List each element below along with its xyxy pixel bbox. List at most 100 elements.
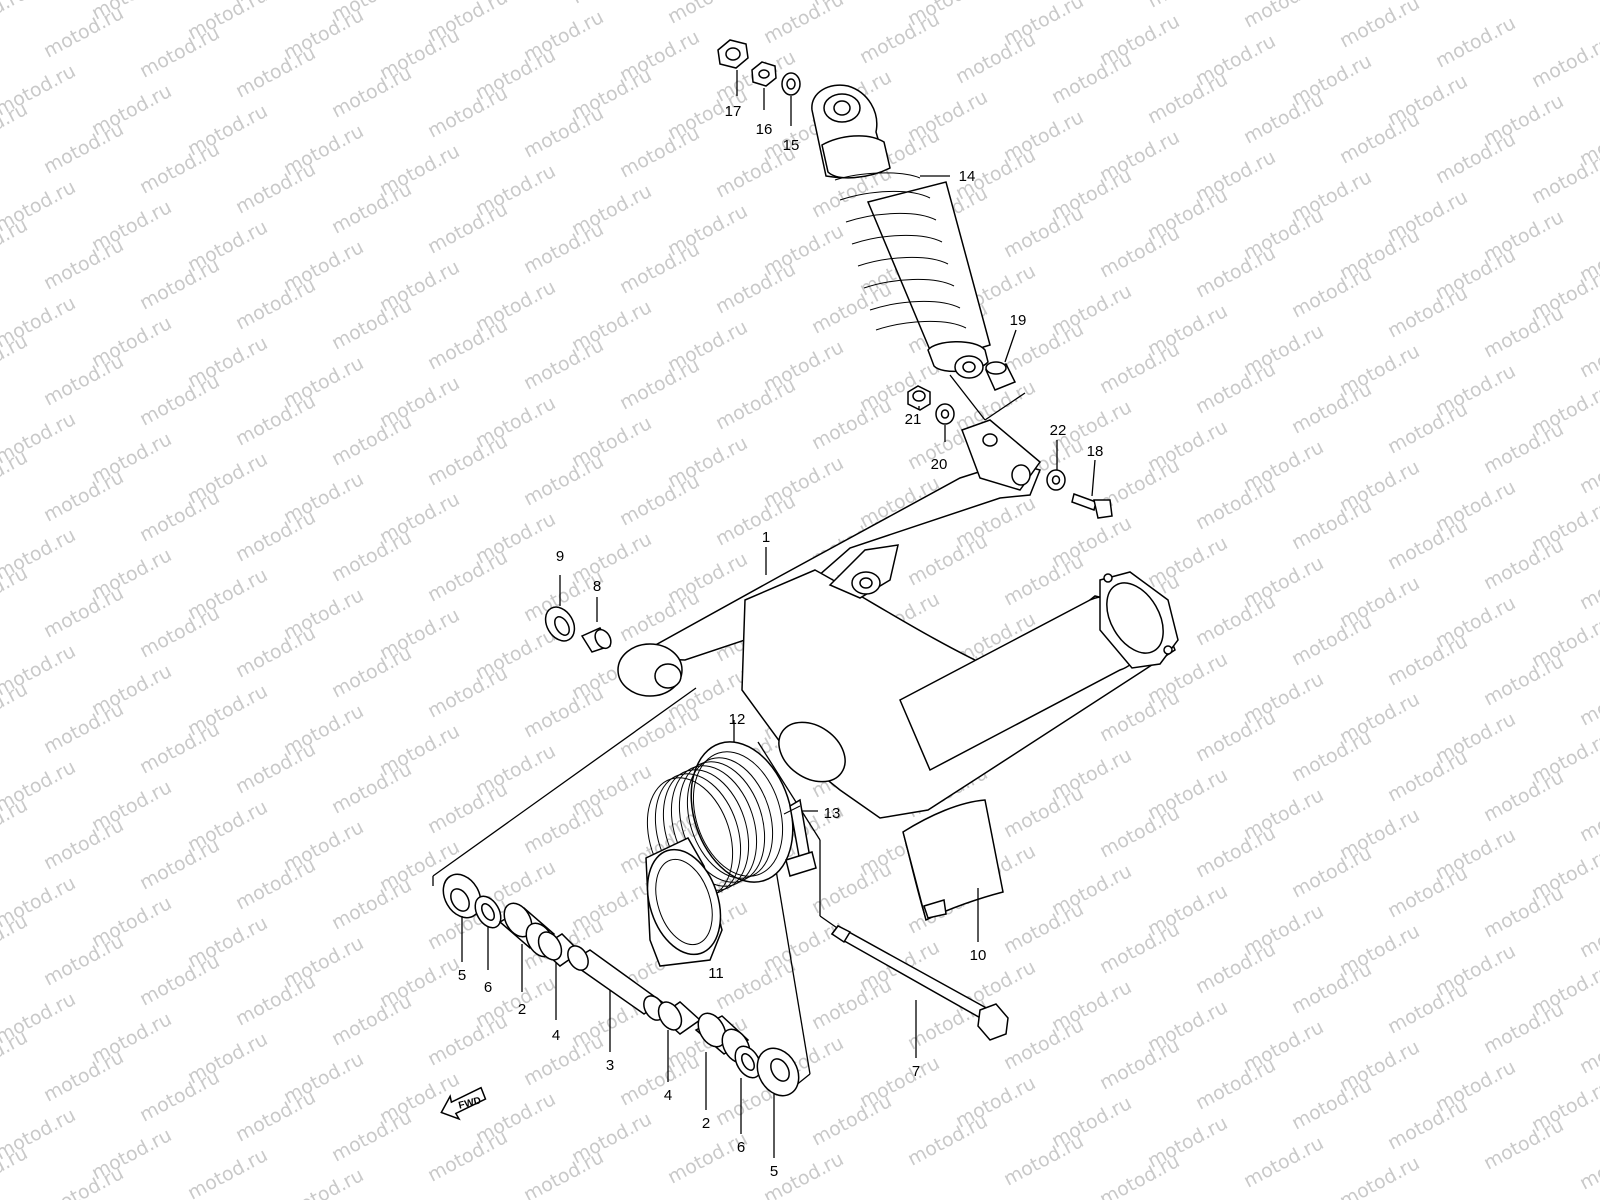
watermark-text: motod.ru — [1192, 822, 1279, 882]
watermark-text: motod.ru — [1288, 378, 1375, 438]
watermark-text: motod.ru — [1480, 418, 1567, 478]
watermark-text: motod.ru — [520, 334, 607, 394]
watermark-text: motod.ru — [1096, 1150, 1183, 1200]
watermark-text: motod.ru — [424, 314, 511, 374]
watermark-text: motod.ru — [568, 0, 655, 8]
clamp-13 — [783, 798, 817, 877]
watermark-text: motod.ru — [1192, 474, 1279, 534]
watermark-text: motod.ru — [1000, 782, 1087, 842]
watermark-text: motod.ru — [1144, 68, 1231, 128]
watermark-text: motod.ru — [520, 798, 607, 858]
watermark-text: motod.ru — [664, 1128, 751, 1188]
nut-16 — [751, 61, 777, 87]
watermark-text: motod.ru — [808, 858, 895, 918]
watermark-text: motod.ru — [616, 702, 703, 762]
watermark-text: motod.ru — [328, 874, 415, 934]
washer-15 — [781, 72, 801, 96]
leader-lines-upper — [736, 70, 1096, 497]
watermark-text: motod.ru — [1240, 88, 1327, 148]
callout-21: 21 — [905, 411, 922, 428]
watermark-text: motod.ru — [1576, 670, 1600, 730]
callout-2-right: 2 — [702, 1115, 710, 1132]
watermark-text: motod.ru — [1192, 242, 1279, 302]
watermark-text: motod.ru — [1096, 338, 1183, 398]
collar-19 — [984, 361, 1017, 391]
watermark-text: motod.ru — [1384, 514, 1471, 574]
callout-6-left: 6 — [484, 979, 492, 996]
watermark-text: motod.ru — [328, 642, 415, 702]
watermark-text: motod.ru — [1480, 534, 1567, 594]
watermark-text: motod.ru — [328, 990, 415, 1050]
watermark-text: motod.ru — [280, 1164, 367, 1200]
watermark-text: motod.ru — [1000, 550, 1087, 610]
bearing-2-right — [694, 1012, 751, 1064]
watermark-text: motod.ru — [712, 258, 799, 318]
callout-6-right: 6 — [737, 1139, 745, 1156]
bushing-8 — [580, 627, 612, 653]
watermark-text: motod.ru — [424, 1126, 511, 1186]
watermark-text: motod.ru — [232, 158, 319, 218]
callout-18: 18 — [1087, 443, 1104, 460]
watermark-text: motod.ru — [1576, 902, 1600, 962]
fwd-label: FWD — [457, 1095, 482, 1111]
watermark-text: motod.ru — [1576, 1134, 1600, 1194]
watermark-text: motod.ru — [1000, 202, 1087, 262]
watermark-text: motod.ru — [232, 854, 319, 914]
watermark-text: motod.ru — [1096, 1034, 1183, 1094]
watermark-text: motod.ru — [520, 450, 607, 510]
watermark-text: motod.ru — [40, 582, 127, 642]
watermark-text: motod.ru — [808, 278, 895, 338]
watermark-text: motod.ru — [520, 1146, 607, 1200]
watermark-text: motod.ru — [808, 1090, 895, 1150]
callout-11: 11 — [708, 965, 724, 982]
callout-9: 9 — [556, 548, 564, 565]
watermark-text: motod.ru — [424, 662, 511, 722]
watermark-text: motod.ru — [1000, 1130, 1087, 1190]
callout-7: 7 — [912, 1063, 920, 1080]
watermark-text: motod.ru — [136, 834, 223, 894]
callout-1: 1 — [762, 529, 770, 546]
watermark-text: motod.ru — [136, 602, 223, 662]
pivot-shaft-7 — [830, 925, 1009, 1041]
watermark-text: motod.ru — [1528, 148, 1600, 208]
callout-12: 12 — [729, 711, 746, 728]
watermark-text: motod.ru — [40, 350, 127, 410]
watermark-text: motod.ru — [232, 1086, 319, 1146]
callout-15: 15 — [783, 137, 800, 154]
watermark-text: motod.ru — [184, 1144, 271, 1200]
watermark-text: motod.ru — [232, 390, 319, 450]
callout-10: 10 — [970, 947, 987, 964]
washer-20 — [935, 403, 955, 425]
stopper-9 — [544, 606, 576, 642]
watermark-text: motod.ru — [1048, 48, 1135, 108]
watermark-text: motod.ru — [1096, 802, 1183, 862]
watermark-text: motod.ru — [424, 198, 511, 258]
watermark-text: motod.ru — [712, 954, 799, 1014]
watermark-text: motod.ru — [1000, 898, 1087, 958]
bolt-18 — [1071, 493, 1113, 519]
watermark-text: motod.ru — [1432, 12, 1519, 72]
watermark-text: motod.ru — [1480, 302, 1567, 362]
washer-22 — [1046, 469, 1066, 491]
watermark-text: motod.ru — [1384, 978, 1471, 1038]
watermark-text: motod.ru — [1384, 630, 1471, 690]
watermark-text: motod.ru — [1480, 882, 1567, 942]
watermark-text: motod.ru — [952, 28, 1039, 88]
watermark-text: motod.ru — [136, 254, 223, 314]
watermark-text: motod.ru — [328, 1106, 415, 1166]
callout-19: 19 — [1010, 312, 1027, 329]
watermark-text: motod.ru — [520, 682, 607, 742]
washer-6-left — [474, 895, 502, 929]
watermark-text: motod.ru — [1336, 1152, 1423, 1200]
watermark-text: motod.ru — [424, 82, 511, 142]
watermark-text: motod.ru — [424, 430, 511, 490]
watermark-text: motod.ru — [616, 238, 703, 298]
watermark-text: motod.ru — [136, 370, 223, 430]
watermark-text: motod.ru — [1000, 1014, 1087, 1074]
watermark-text: motod.ru — [616, 354, 703, 414]
watermark-text: motod.ru — [904, 530, 991, 590]
watermark-text: motod.ru — [1096, 222, 1183, 282]
watermark-text: motod.ru — [1288, 262, 1375, 322]
watermark-text: motod.ru — [232, 970, 319, 1030]
